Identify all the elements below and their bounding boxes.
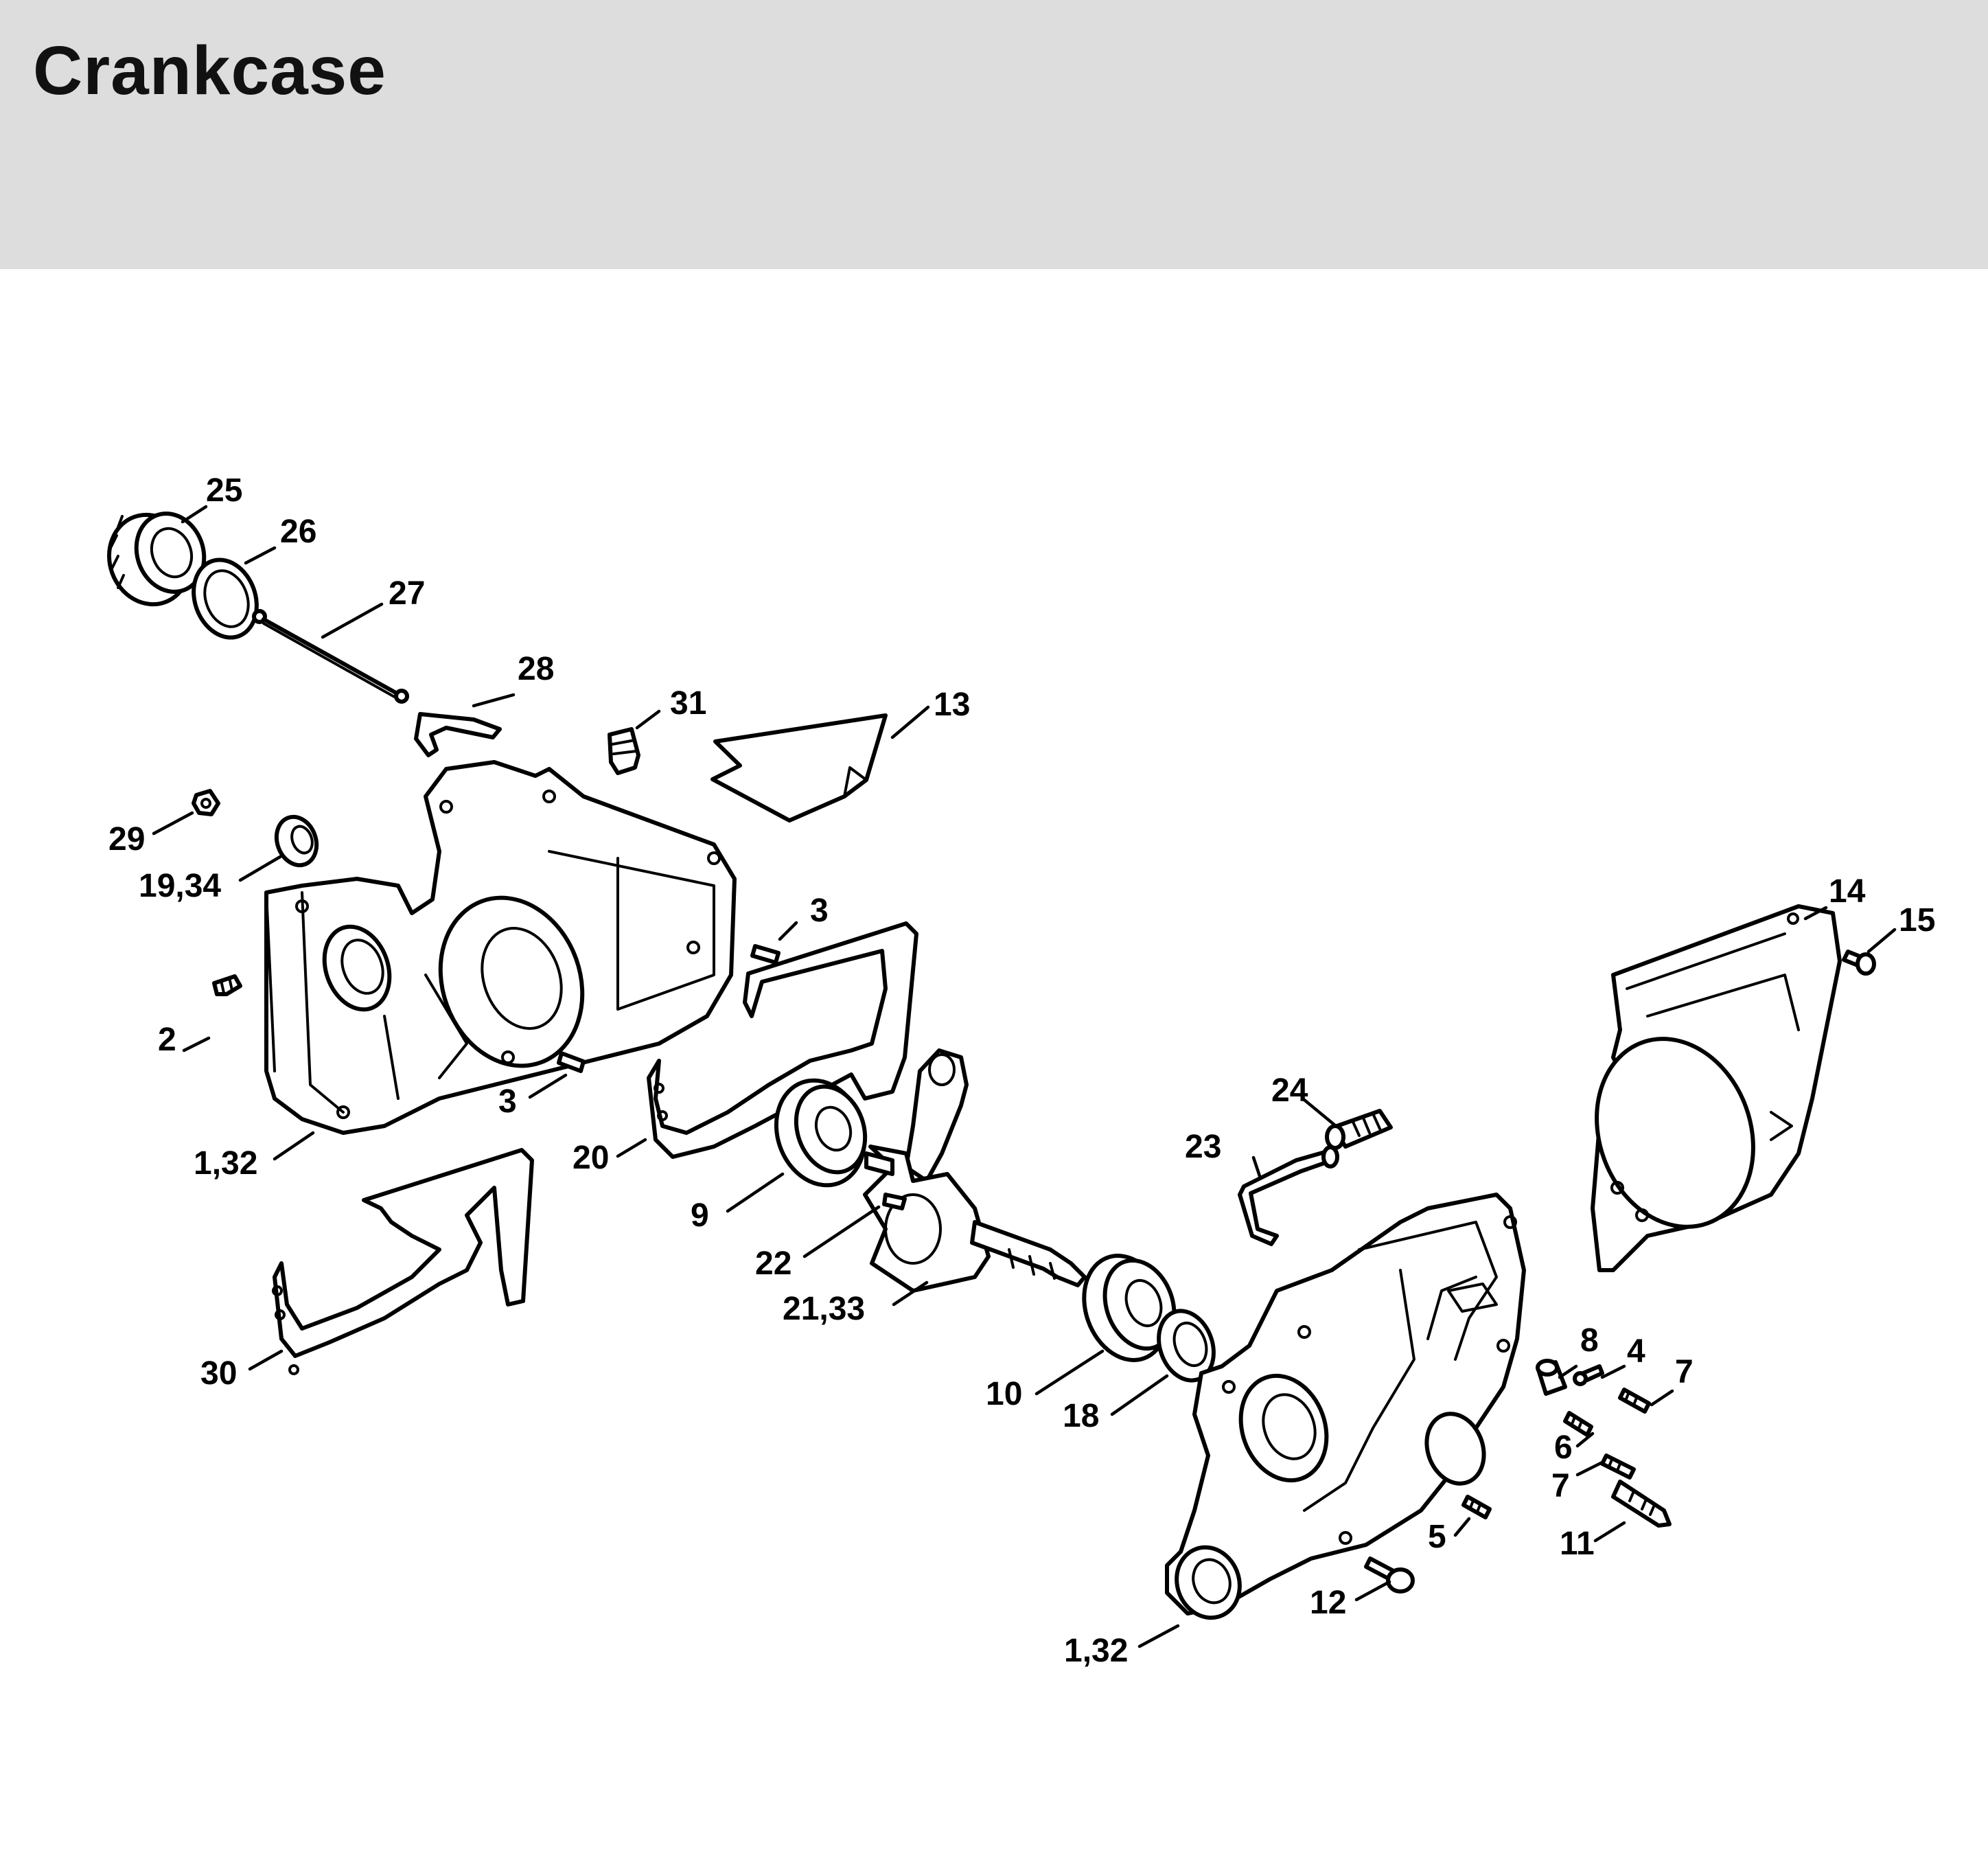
callout-18: 18 [1063,1398,1099,1434]
callout-12: 12 [1310,1585,1346,1621]
gasket-part-30 [272,1148,534,1375]
rod-part-27 [252,609,409,704]
stud-part-5 [1461,1495,1492,1519]
crankshaft-part-21-33 [863,1048,1087,1293]
callout-5: 5 [1428,1519,1446,1555]
callout-7a: 7 [1675,1354,1694,1390]
callout-1-32a: 1,32 [194,1145,257,1182]
clip-part-28 [414,712,502,757]
plate-part-13 [710,713,888,823]
nut-part-29 [192,789,220,816]
plug-part-31 [608,727,640,775]
callout-31: 31 [670,685,706,722]
dowel-pin-part-3a [750,944,781,965]
leader-lines [152,505,1897,1648]
callout-20: 20 [573,1140,609,1176]
callout-1-32b: 1,32 [1064,1633,1128,1669]
callout-22: 22 [755,1245,791,1282]
fitting-part-2 [212,974,242,996]
screw-part-4 [1573,1364,1604,1386]
callout-2: 2 [158,1022,176,1058]
callout-30: 30 [200,1355,237,1392]
callout-27: 27 [389,575,425,612]
callout-9: 9 [691,1197,709,1234]
callout-19-34: 19,34 [139,868,221,904]
callout-23: 23 [1185,1129,1221,1165]
cover-part-14 [1591,904,1842,1272]
callout-26: 26 [280,514,316,550]
page-title: Crankcase [33,32,386,109]
callout-25: 25 [206,472,242,509]
callout-15: 15 [1899,902,1935,939]
callout-3a: 3 [810,893,829,929]
seal-ring-part-26 [192,557,259,640]
filter-part-24 [1325,1109,1393,1150]
callout-7b: 7 [1551,1468,1570,1504]
stud-part-6 [1563,1411,1593,1437]
callout-10: 10 [986,1376,1022,1412]
key-part-22 [882,1193,907,1210]
bearing-part-9 [774,1078,868,1188]
oil-seal-part-18 [1157,1309,1216,1383]
callout-3b: 3 [498,1083,517,1120]
callout-11: 11 [1560,1526,1595,1562]
stud-part-7a [1618,1388,1651,1414]
stud-part-11 [1611,1480,1672,1528]
oil-cap-part-25 [107,511,207,607]
oil-seal-part-19-34 [274,814,319,868]
callout-28: 28 [518,651,554,687]
header-bar [0,0,1988,269]
screw-part-12 [1364,1556,1415,1594]
callout-4: 4 [1627,1333,1645,1370]
callout-14: 14 [1829,873,1866,910]
callout-6: 6 [1554,1429,1573,1466]
screw-part-15 [1842,950,1876,976]
callout-21-33: 21,33 [783,1291,865,1327]
callout-13: 13 [934,687,970,723]
dowel-pin-part-3b [557,1051,586,1073]
callout-8: 8 [1580,1322,1599,1359]
crankcase-left-half-part-1-32 [264,760,737,1135]
callout-29: 29 [108,821,145,858]
sleeve-part-8 [1536,1359,1567,1396]
crankcase-right-half-part-1-32 [1165,1193,1526,1620]
callout-24: 24 [1271,1072,1308,1109]
bearing-part-10 [1082,1254,1177,1362]
stud-part-7b [1600,1453,1636,1480]
